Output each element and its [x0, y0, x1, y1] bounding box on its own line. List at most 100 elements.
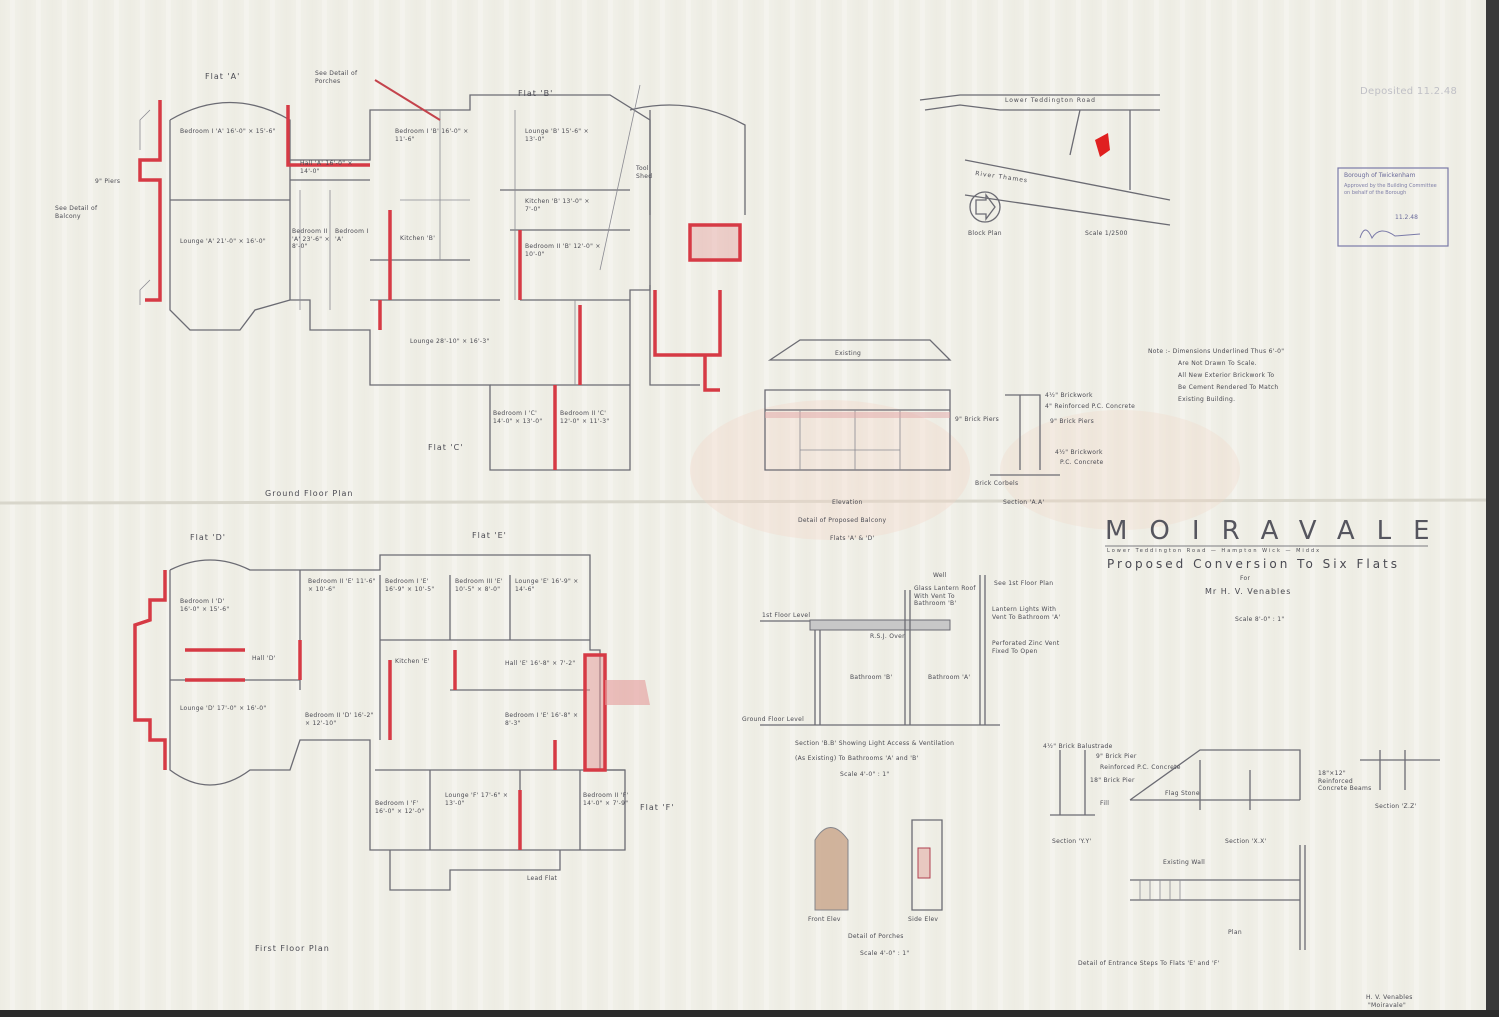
room-label: Lounge 'E' 16'-9" × 14'-6": [515, 578, 579, 593]
annotation: 9" Piers: [95, 178, 121, 185]
signature-name: H. V. Venables: [1366, 994, 1413, 1001]
section-yy-title: Section 'Y.Y': [1052, 838, 1092, 845]
annotation: 4½" Brickwork: [1045, 392, 1093, 399]
room-label: Kitchen 'E': [395, 658, 430, 665]
block-plan: River Thames: [919, 94, 1171, 226]
drawing-title: MOIRAVALE: [1105, 516, 1452, 546]
note-line: Are Not Drawn To Scale.: [1178, 360, 1258, 367]
room-label: Bedroom III 'E' 10'-5" × 8'-0": [455, 578, 503, 593]
annotation: Reinforced P.C. Concrete: [1100, 764, 1181, 771]
porch-detail: [814, 819, 943, 911]
well-label: Well: [933, 572, 947, 579]
porch-detail-scale: Scale 4'-0" : 1": [860, 950, 910, 957]
room-label: Kitchen 'B': [400, 235, 436, 242]
scan-edge-right: [1486, 0, 1499, 1017]
note-line: Existing Building.: [1178, 396, 1236, 403]
room-label: Bedroom I 'D' 16'-0" × 15'-6": [180, 598, 230, 613]
annotation: Bathroom 'A': [928, 674, 971, 681]
annotation: Tool Shed: [636, 165, 653, 180]
for-label: For: [1240, 575, 1251, 582]
room-label: Bedroom II 'A' 23'-6" × 8'-0": [292, 228, 330, 250]
scan-edge-bottom: [0, 1010, 1499, 1017]
annotation: Perforated Zinc Vent Fixed To Open: [992, 640, 1060, 655]
block-plan-scale: Scale 1/2500: [1085, 230, 1128, 237]
annotation: Ground Floor Level: [742, 716, 805, 723]
room-label: Hall 'A' 16'-0" × 14'-0": [300, 160, 353, 175]
annotation: Brick Corbels: [975, 480, 1019, 487]
annotation: 4½" Brick Balustrade: [1043, 743, 1113, 750]
balcony-flats-label: Flats 'A' & 'D': [830, 535, 875, 542]
annotation: Glass Lantern Roof With Vent To Bathroom…: [914, 585, 976, 607]
balcony-detail-title: Detail of Proposed Balcony: [798, 517, 887, 524]
room-label: Bedroom I 'C' 14'-0" × 13'-0": [493, 410, 543, 425]
annotation: See Detail of Porches: [315, 70, 358, 85]
room-label: Bedroom II 'F' 14'-0" × 7'-9": [583, 792, 629, 807]
note-line: Note :- Dimensions Underlined Thus 6'-0": [1148, 348, 1285, 355]
room-label: Bedroom II 'E' 11'-6" × 10'-6": [308, 578, 376, 593]
stamp-date: 11.2.48: [1395, 214, 1418, 221]
room-label: Lounge 'D' 17'-0" × 16'-0": [180, 705, 267, 712]
balcony-detail: [764, 339, 1060, 476]
side-elevation-label: Side Elev: [908, 916, 939, 923]
room-label: Kitchen 'B' 13'-0" × 7'-0": [525, 198, 590, 213]
room-label: Bedroom II 'D' 16'-2" × 12'-10": [305, 712, 374, 727]
room-label: Bedroom II 'B' 12'-0" × 10'-0": [525, 243, 601, 258]
annotation: Existing Wall: [1163, 859, 1206, 866]
client-name: Mr H. V. Venables: [1205, 587, 1292, 596]
annotation: 9" Brick Piers: [955, 416, 1000, 423]
drawing-scale: Scale 8'-0" : 1": [1235, 616, 1285, 623]
first-floor-plan-title: First Floor Plan: [255, 944, 330, 953]
flat-b-label: Flat 'B': [518, 89, 554, 98]
room-label: Lounge 'B' 15'-6" × 13'-0": [525, 128, 589, 143]
annotation: 4" Reinforced P.C. Concrete: [1045, 403, 1136, 410]
flat-a-label: Flat 'A': [205, 72, 241, 81]
flat-c-label: Flat 'C': [428, 443, 464, 452]
front-elevation-label: Front Elev: [808, 916, 841, 923]
room-label: Bedroom I 'F' 16'-0" × 12'-0": [375, 800, 425, 815]
annotation: 9" Brick Pier: [1096, 753, 1137, 760]
annotation: 9" Brick Piers: [1050, 418, 1095, 425]
room-label: Bedroom II 'C' 12'-0" × 11'-3": [560, 410, 610, 425]
room-label: Bedroom I 'E' 16'-8" × 8'-3": [505, 712, 579, 727]
stamp-text: Approved by the Building Committee on be…: [1344, 183, 1437, 196]
section-bb-title: Section 'B.B' Showing Light Access & Ven…: [795, 740, 955, 747]
section-bb-scale: Scale 4'-0" : 1": [840, 771, 890, 778]
flat-e-label: Flat 'E': [472, 531, 507, 540]
annotation: Existing: [835, 350, 862, 357]
room-label: Hall 'D': [252, 655, 276, 662]
annotation: 4½" Brickwork: [1055, 449, 1103, 456]
room-label: Bedroom I 'A': [335, 228, 369, 243]
block-plan-title: Block Plan: [968, 230, 1002, 237]
received-stamp: Deposited 11.2.48: [1360, 86, 1458, 97]
annotation: P.C. Concrete: [1060, 459, 1104, 466]
fold-line: [0, 498, 1499, 505]
annotation: Bathroom 'B': [850, 674, 893, 681]
annotation: Flag Stone: [1165, 790, 1200, 797]
annotation: Fill: [1100, 800, 1110, 807]
entrance-steps-detail: [1050, 749, 1440, 950]
annotation: 18"×12" Reinforced Concrete Beams: [1318, 770, 1372, 792]
room-label: Bedroom I 'B' 16'-0" × 11'-6": [395, 128, 469, 143]
flat-f-label: Flat 'F': [640, 803, 675, 812]
annotation: Lead Flat: [527, 875, 558, 882]
section-zz-title: Section 'Z.Z': [1375, 803, 1417, 810]
flat-d-label: Flat 'D': [190, 533, 226, 542]
signature-house: "Moiravale": [1368, 1002, 1407, 1009]
ground-floor-plan: [138, 79, 746, 471]
elevation-title: Elevation: [832, 499, 863, 506]
stamp-signature: [1359, 229, 1421, 240]
note-line: All New Exterior Brickwork To: [1178, 372, 1275, 379]
annotation: 1st Floor Level: [762, 612, 811, 619]
room-label: Lounge 'F' 17'-6" × 13'-0": [445, 792, 509, 807]
drawing-address: Lower Teddington Road — Hampton Wick — M…: [1107, 548, 1322, 554]
approval-stamp-frame: [1337, 167, 1449, 247]
section-xx-title: Section 'X.X': [1225, 838, 1267, 845]
room-label: Hall 'E' 16'-8" × 7'-2": [505, 660, 576, 667]
section-bb-subtitle: (As Existing) To Bathrooms 'A' and 'B': [795, 755, 919, 762]
room-label: Bedroom I 'A' 16'-0" × 15'-6": [180, 128, 276, 135]
plan-label: Plan: [1228, 929, 1242, 936]
first-floor-plan: [133, 554, 650, 891]
room-label: Lounge 28'-10" × 16'-3": [410, 338, 490, 345]
